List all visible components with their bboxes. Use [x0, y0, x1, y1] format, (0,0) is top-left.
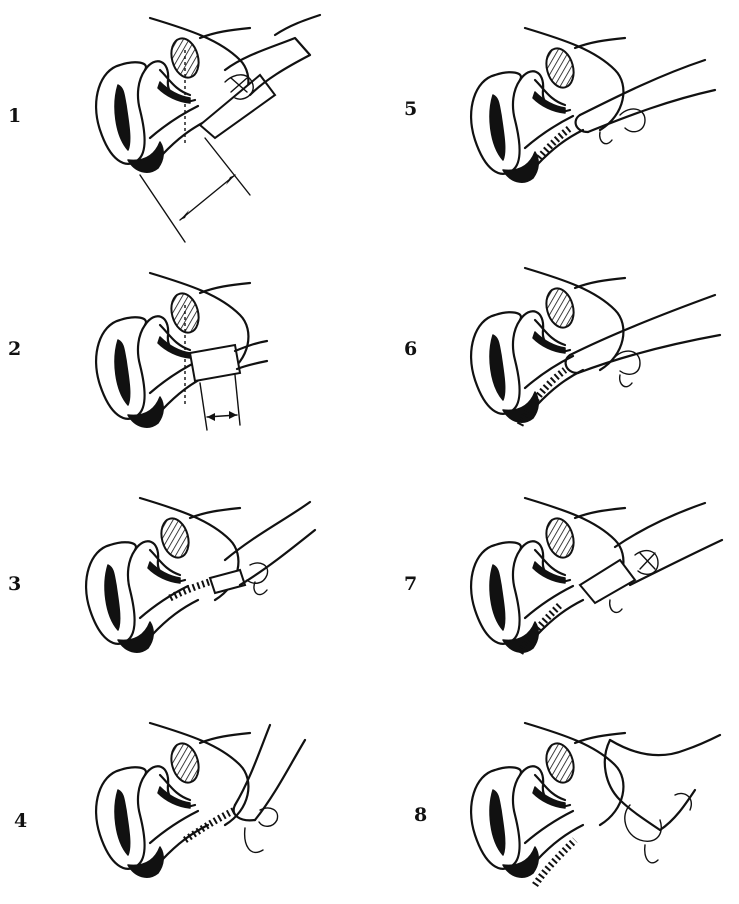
step-number-3: 3: [8, 575, 21, 594]
panel-8-illustration: [460, 710, 730, 900]
panel-2-illustration: [85, 265, 285, 445]
step-number-7: 7: [404, 575, 417, 594]
panel-3-illustration: [75, 490, 335, 670]
step-number-6: 6: [404, 340, 417, 359]
panel-5-illustration: [460, 20, 730, 210]
panel-1-illustration: [85, 10, 325, 245]
panel-4-illustration: [85, 710, 325, 900]
step-number-8: 8: [414, 806, 427, 825]
panel-7-illustration: [460, 485, 730, 675]
step-number-4: 4: [14, 812, 27, 831]
step-number-1: 1: [8, 107, 21, 126]
step-number-5: 5: [404, 100, 417, 119]
step-number-2: 2: [8, 340, 21, 359]
panel-6-illustration: [460, 255, 730, 445]
